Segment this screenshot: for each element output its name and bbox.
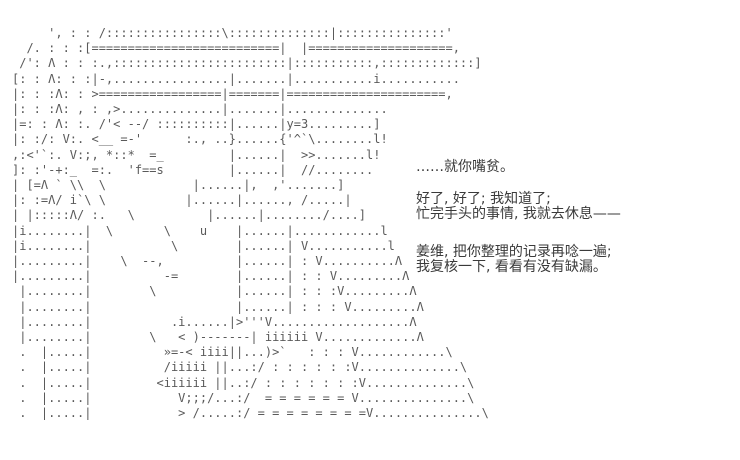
ascii-art-character: ', : : /::::::::::::::::\::::::::::::::|… [12,26,489,421]
dialogue-line: ……就你嘴贫。 [416,159,514,175]
dialogue-line: 好了, 好了; 我知道了; [416,191,551,207]
dialogue-line: 忙完手头的事情, 我就去休息—— [416,206,621,222]
dialogue-line: 姜维, 把你整理的记录再唸一遍; [416,244,612,260]
dialogue-line: 我复核一下, 看看有没有缺漏。 [416,259,607,275]
